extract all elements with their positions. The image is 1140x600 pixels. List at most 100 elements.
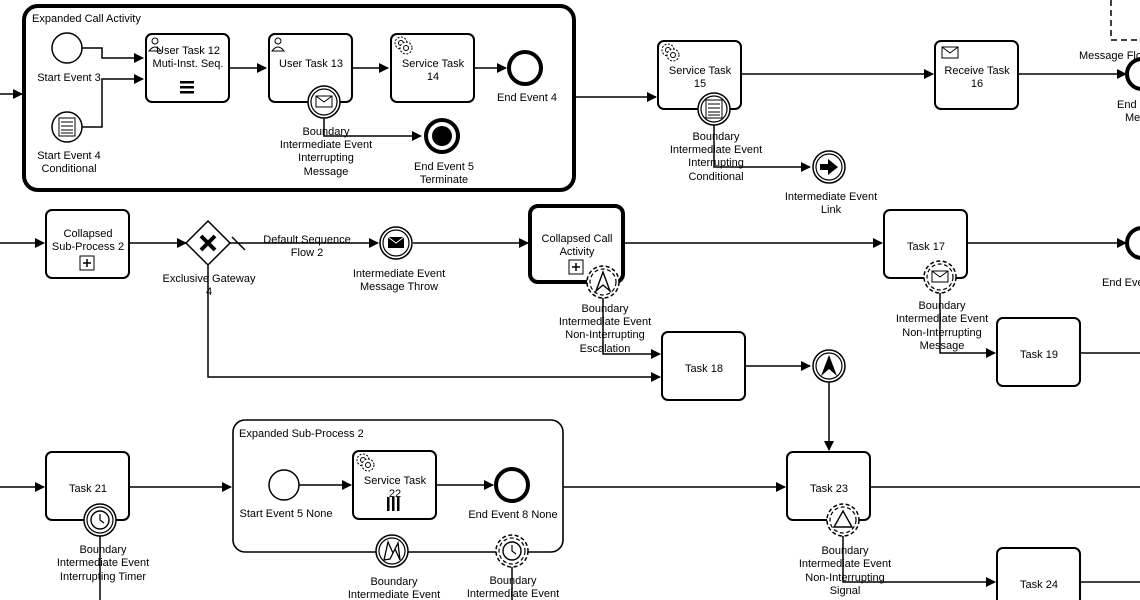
svg-text:Message Flo: Message Flo (1079, 50, 1140, 62)
event-label: End Event 8 None (468, 509, 557, 521)
svg-text:Start Event 5 None: Start Event 5 None (240, 508, 333, 520)
task-label-line: Task 18 (685, 363, 723, 375)
start-event-3[interactable] (51, 32, 83, 64)
event-label: Boundary (489, 575, 537, 587)
user-icon (270, 37, 286, 52)
boundary-event-message-13[interactable] (307, 85, 341, 119)
user-icon (147, 37, 163, 52)
task-label-line: Task 23 (810, 483, 848, 495)
sequential-marker-icon (180, 81, 194, 94)
event-label: Boundary (821, 545, 869, 557)
event-label: Interrupting (298, 152, 354, 164)
intermediate-event-link[interactable] (812, 150, 846, 184)
intermediate-event-message-throw[interactable] (379, 226, 413, 260)
start-event-4-conditional[interactable] (51, 111, 83, 143)
boundary-event-error-sub2[interactable] (375, 534, 409, 568)
escalation-filled-icon (821, 355, 837, 376)
event-label: Non-Interrupting (805, 572, 885, 584)
event-label: Terminate (420, 174, 468, 186)
end-event-5-terminate[interactable] (424, 118, 460, 154)
boundary-event-message-17[interactable] (923, 260, 957, 294)
event-label: Non-Interrupting (565, 329, 645, 341)
event-label: Boundary (692, 131, 740, 143)
task-18[interactable]: Task 18 (661, 331, 746, 401)
boundary-event-timer-21[interactable] (83, 503, 117, 537)
end-event-cut[interactable] (1125, 226, 1140, 260)
event-label: End (1117, 99, 1137, 111)
expanded-call-activity[interactable] (22, 4, 576, 192)
clock-icon (90, 510, 110, 530)
end-event-message-cut[interactable] (1125, 57, 1140, 91)
task-label-line: Task 21 (69, 483, 107, 495)
flow-label: Flow 2 (291, 247, 323, 259)
task-label-line: Task 17 (907, 241, 945, 253)
message-flow-label: Message Flo (1079, 50, 1140, 62)
event-label: Start Event 3 (37, 72, 101, 84)
exclusive-gateway-4[interactable] (184, 219, 232, 267)
task-24[interactable]: Task 24 (996, 547, 1081, 600)
plus-marker-icon (79, 255, 95, 271)
boundary-event-conditional-15[interactable] (697, 92, 731, 126)
task-label-line: Activity (560, 246, 595, 258)
start-event-5-none[interactable] (268, 469, 300, 501)
event-label: Interrupting (688, 157, 744, 169)
boundary-event-signal-23[interactable] (826, 503, 860, 537)
intermediate-event-escalation-throw[interactable] (812, 349, 846, 383)
link-arrow-icon (820, 159, 838, 175)
svg-text:Start Event 3: Start Event 3 (37, 72, 101, 84)
svg-text:Task 23: Task 23 (810, 483, 848, 495)
boundary-event-escalation[interactable] (586, 265, 620, 299)
end-event-4[interactable] (507, 50, 543, 86)
task-label-line: Collapsed Call (542, 233, 613, 245)
end-event-8-none[interactable] (494, 467, 530, 503)
event-label: Intermediate Event (799, 558, 891, 570)
event-label: Intermediate Event (559, 316, 651, 328)
svg-text:Task 24: Task 24 (1020, 579, 1058, 591)
svg-text:End Event 4: End Event 4 (497, 92, 557, 104)
task-21[interactable]: Task 21 (45, 451, 130, 521)
task-19[interactable]: Task 19 (996, 317, 1081, 387)
event-label: Start Event 5 None (240, 508, 333, 520)
pool-edge (1110, 0, 1140, 41)
flow-label: Default Sequence (263, 234, 350, 246)
event-label: Boundary (79, 544, 127, 556)
expanded-call-activity-label: Expanded Call Activity (32, 13, 141, 25)
task-17[interactable]: Task 17 (883, 209, 968, 279)
boundary-event-timer-sub2[interactable] (495, 534, 529, 568)
signal-triangle-icon (832, 509, 854, 528)
task-label-line: 14 (427, 71, 439, 83)
conditional-icon (705, 99, 723, 119)
task-label-line: Task 24 (1020, 579, 1058, 591)
user-task-13[interactable]: User Task 13 (268, 33, 353, 103)
gear-icon (394, 36, 413, 55)
event-label: Message (920, 340, 965, 352)
event-label: Intermediate Event (353, 268, 445, 280)
expanded-sub-process-2-label: Expanded Sub-Process 2 (239, 428, 364, 440)
event-label: Boundary (581, 303, 629, 315)
event-label: End Event 5 (414, 161, 474, 173)
x-marker-icon (199, 234, 217, 252)
task-23[interactable]: Task 23 (786, 451, 871, 521)
